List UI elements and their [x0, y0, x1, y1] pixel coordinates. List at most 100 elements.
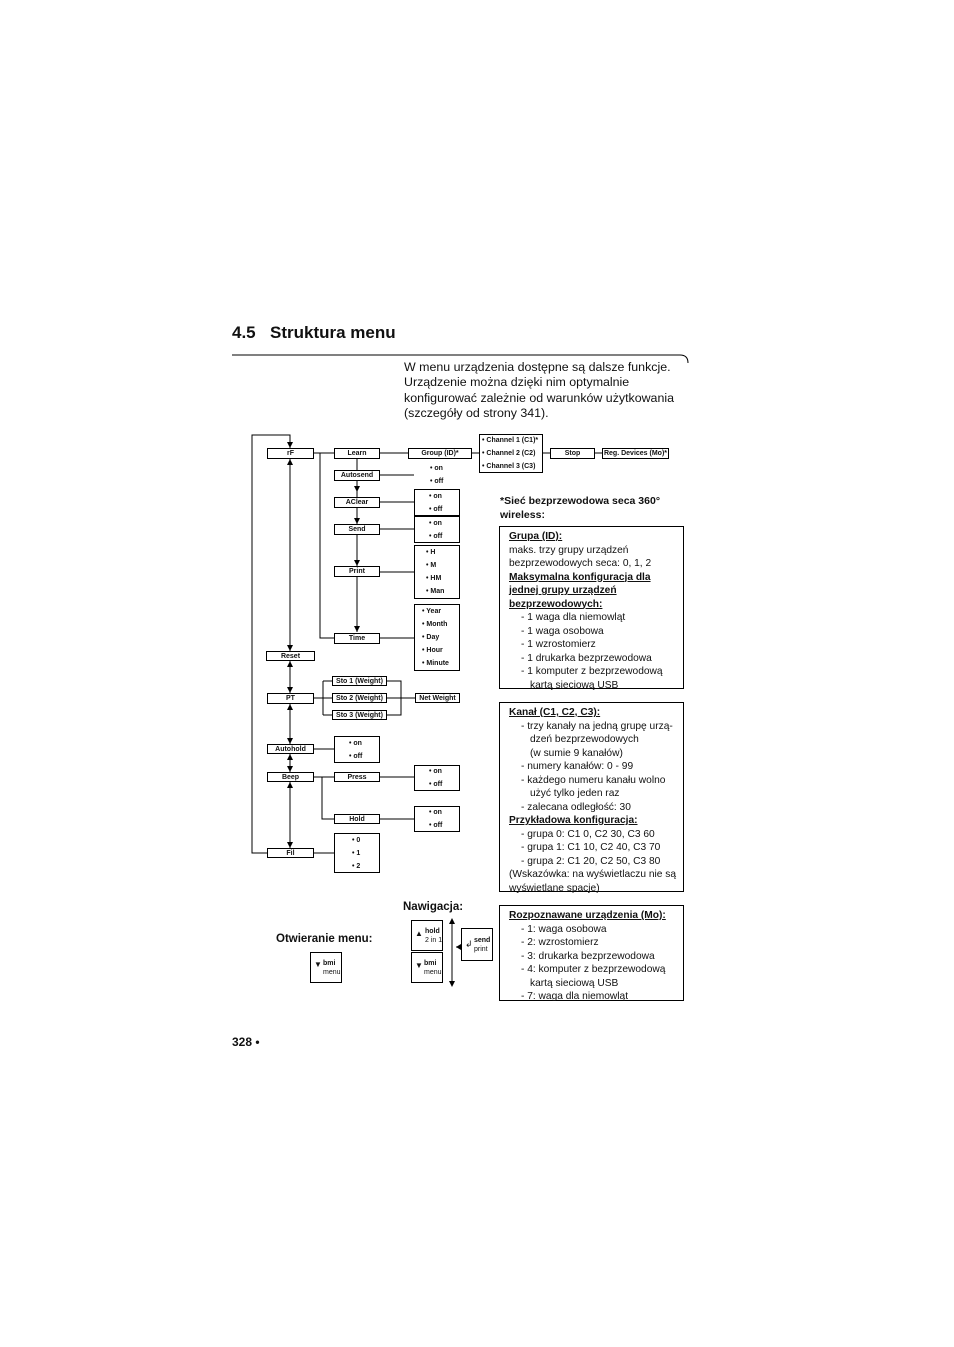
key-label: send — [474, 937, 491, 944]
press-off: • off — [429, 781, 443, 788]
list-item: - 1 drukarka bezprzewodowa — [521, 652, 652, 664]
panel-group: Grupa (ID): maks. trzy grupy urządzeń be… — [499, 526, 684, 691]
list-item: kartą sieciową USB — [530, 977, 619, 989]
key-label: menu — [323, 969, 341, 976]
menu-stop: Stop — [550, 448, 595, 459]
panel-group-title: Grupa (ID): — [509, 531, 563, 542]
enter-arrow-icon: ↲ — [465, 939, 473, 949]
channel-3: • Channel 3 (C3) — [482, 463, 536, 470]
list-item: - 7: waga dla niemowląt — [521, 991, 629, 1002]
list-item: - 1 komputer z bezprzewodową — [521, 666, 663, 677]
print-hm: • HM — [426, 575, 442, 582]
channel-1: • Channel 1 (C1)* — [482, 437, 539, 444]
panel-devices-title: Rozpoznawane urządzenia (Mo): — [509, 910, 666, 921]
menu-hold: Hold — [334, 814, 380, 824]
list-item: - grupa 2: C1 20, C2 50, C3 80 — [521, 855, 661, 867]
fil-2: • 2 — [352, 863, 361, 870]
menu-reg-devices: Reg. Devices (Mo)* — [602, 448, 669, 459]
autohold-options: • on • off — [334, 736, 380, 763]
menu-group-id: Group (ID)* — [408, 448, 472, 459]
menu-autosend: Autosend — [334, 470, 380, 481]
section-title: Struktura menu — [270, 323, 396, 342]
list-item: - numery kanałów: 0 - 99 — [521, 761, 634, 772]
key-label: bmi — [424, 960, 437, 967]
hold-off: • off — [429, 822, 443, 829]
panel-devices: Rozpoznawane urządzenia (Mo): - 1: waga … — [499, 905, 684, 1002]
print-m: • M — [426, 562, 437, 569]
time-day: • Day — [422, 634, 440, 641]
page-number: 328 • — [232, 1035, 260, 1049]
panel-group-desc-line: bezprzewodowych seca: 0, 1, 2 — [509, 558, 652, 569]
press-options: • on • off — [414, 765, 460, 791]
time-month: • Month — [422, 621, 448, 628]
list-item: - 3: drukarka bezprzewodowa — [521, 950, 655, 962]
panel-group-desc-line: maks. trzy grupy urządzeń — [509, 544, 629, 556]
intro-paragraph: W menu urządzenia dostępne są dalsze fun… — [404, 360, 674, 420]
key-bmi-menu: ▼ bmi menu — [310, 952, 342, 983]
time-hour: • Hour — [422, 647, 443, 654]
list-item: - 1: waga osobowa — [521, 923, 607, 935]
menu-pt: PT — [267, 693, 314, 704]
autosend-on: • on — [430, 465, 443, 472]
menu-learn: Learn — [334, 448, 380, 459]
send-off: • off — [429, 533, 443, 540]
menu-aclear: AClear — [334, 497, 380, 508]
key-label: bmi — [323, 960, 336, 967]
menu-time: Time — [334, 633, 380, 644]
panel-group-subtitle: bezprzewodowych: — [509, 598, 603, 610]
list-item: dzeń bezprzewodowych — [530, 734, 639, 745]
key-label: menu — [424, 969, 442, 976]
fil-options: • 0 • 1 • 2 — [334, 833, 380, 873]
menu-sto-1: Sto 1 (Weight) — [332, 676, 387, 686]
menu-reset: Reset — [266, 651, 315, 661]
panel-group-subtitle: jednej grupy urządzeń — [509, 585, 617, 596]
list-item: użyć tylko jeden raz — [530, 788, 620, 799]
list-item: - 1 waga dla niemowląt — [521, 612, 626, 623]
menu-sto-3: Sto 3 (Weight) — [332, 710, 387, 720]
print-h: • H — [426, 549, 436, 556]
list-item: - 2: wzrostomierz — [521, 937, 599, 948]
list-item: - trzy kanały na jedną grupę urzą- — [521, 720, 673, 732]
key-send-print: ↲ send print — [461, 928, 493, 961]
list-item: kartą sieciową USB — [530, 679, 619, 691]
time-year: • Year — [422, 608, 442, 615]
autohold-on: • on — [349, 740, 362, 747]
list-item: - 1 wzrostomierz — [521, 639, 596, 650]
send-on: • on — [429, 520, 442, 527]
aclear-off: • off — [429, 506, 443, 513]
panel-channel-hint: (Wskazówka: na wyświetlaczu nie są — [509, 869, 677, 880]
autosend-options: • on • off — [414, 462, 460, 489]
channel-2: • Channel 2 (C2) — [482, 450, 536, 457]
menu-send: Send — [334, 524, 380, 535]
menu-fil: Fil — [267, 848, 314, 858]
list-item: - grupa 1: C1 10, C2 40, C3 70 — [521, 842, 661, 853]
arrow-up-icon: ▲ — [415, 929, 423, 938]
key-label: 2 in 1 — [425, 937, 443, 944]
open-menu-label: Otwieranie menu: — [276, 933, 373, 945]
hold-options: • on • off — [414, 806, 460, 832]
print-options: • H • M • HM • Man — [414, 545, 460, 599]
menu-press: Press — [334, 772, 380, 782]
menu-net-weight: Net Weight — [415, 693, 460, 703]
panel-channel-hint: wyświetlane spacje) — [509, 882, 600, 894]
list-item: - 1 waga osobowa — [521, 625, 604, 637]
arrow-down-icon: ▼ — [314, 960, 322, 969]
channel-list: • Channel 1 (C1)* • Channel 2 (C2) • Cha… — [479, 434, 543, 473]
list-item: - zalecana odległość: 30 — [521, 801, 631, 813]
hold-on: • on — [429, 809, 442, 816]
autosend-off: • off — [430, 478, 444, 485]
time-minute: • Minute — [422, 660, 449, 667]
menu-beep: Beep — [267, 772, 314, 782]
fil-0: • 0 — [352, 837, 361, 844]
wireless-note: *Sieć bezprzewodowa seca 360° wireless: — [500, 495, 661, 521]
aclear-on: • on — [429, 493, 442, 500]
key-hold-2in1: ▲ hold 2 in 1 — [411, 920, 443, 951]
fil-1: • 1 — [352, 850, 361, 857]
menu-sto-2: Sto 2 (Weight) — [332, 693, 387, 703]
time-options: • Year • Month • Day • Hour • Minute — [414, 604, 460, 671]
arrow-down-icon: ▼ — [415, 961, 423, 970]
key-bmi-menu-nav: ▼ bmi menu — [411, 952, 443, 983]
press-on: • on — [429, 768, 442, 775]
